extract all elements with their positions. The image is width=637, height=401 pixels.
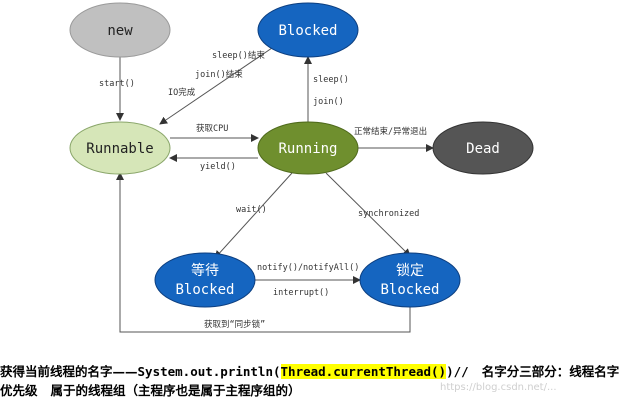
state-blocked: Blocked [257, 2, 359, 58]
state-waiting-label-cn: 等待 [191, 262, 219, 279]
label-sleep-end: sleep()结束 [212, 50, 265, 61]
label-io-done: IO完成 [168, 87, 196, 98]
caption-code-highlight: Thread.currentThread() [280, 364, 447, 379]
caption: 获得当前线程的名字——System.out.println(Thread.cur… [0, 362, 637, 400]
edge-running-waiting [214, 172, 293, 259]
label-yield: yield() [200, 162, 236, 172]
label-sleep: sleep() [313, 75, 349, 85]
state-runnable: Runnable [69, 121, 171, 175]
edge-labels: start() sleep()结束 join()结束 IO完成 sleep() … [99, 50, 427, 330]
state-locked-label-cn: 锁定 [396, 263, 424, 279]
label-interrupt: interrupt() [273, 288, 329, 298]
caption-part1: 获得当前线程的名字—— [0, 364, 138, 379]
label-wait: wait() [236, 205, 267, 215]
state-running: Running [257, 121, 359, 175]
state-dead: Dead [432, 121, 534, 175]
edges [116, 47, 434, 333]
label-get-lock: 获取到“同步锁” [204, 319, 265, 330]
state-runnable-label: Runnable [86, 141, 153, 157]
label-synchronized: synchronized [358, 209, 419, 219]
state-new: new [69, 2, 171, 58]
caption-part2: 名字分三部分：线程名字 优先级 属于的线程组（主程序也是属于主程序组的） [0, 364, 633, 398]
label-join-end: join()结束 [195, 69, 243, 80]
state-blocked-label: Blocked [278, 23, 337, 39]
edge-blocked-runnable [159, 47, 273, 125]
state-waiting: 等待 Blocked [154, 252, 256, 308]
state-dead-label: Dead [466, 141, 500, 157]
state-locked: 锁定 Blocked [359, 252, 461, 308]
caption-code-pre: System.out.println( [137, 364, 281, 379]
label-start: start() [99, 79, 135, 89]
state-running-label: Running [278, 141, 337, 157]
label-normal-end: 正常结束/异常退出 [354, 126, 427, 137]
state-locked-label-en: Blocked [380, 282, 439, 298]
state-new-label: new [107, 23, 133, 39]
label-notify: notify()/notifyAll() [257, 263, 359, 273]
edge-running-locked [325, 172, 411, 257]
thread-state-diagram: start() sleep()结束 join()结束 IO完成 sleep() … [69, 2, 534, 333]
edge-locked-runnable [116, 172, 411, 333]
label-join: join() [313, 97, 344, 107]
caption-code-post: )// [446, 364, 469, 379]
state-waiting-label-en: Blocked [175, 282, 234, 298]
label-get-cpu: 获取CPU [196, 123, 228, 134]
watermark: https://blog.csdn.net/... [440, 382, 557, 393]
